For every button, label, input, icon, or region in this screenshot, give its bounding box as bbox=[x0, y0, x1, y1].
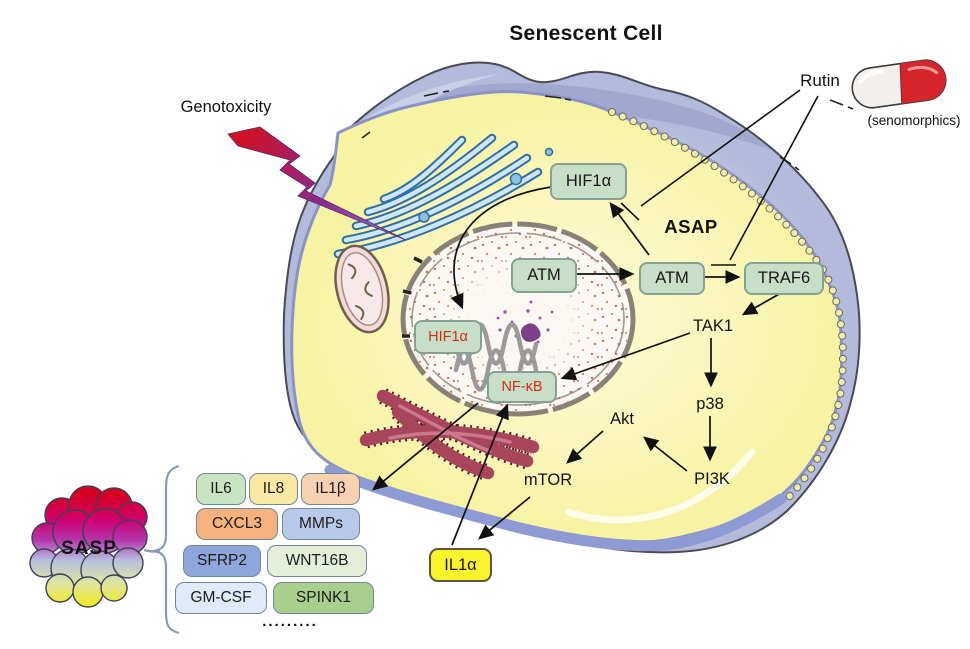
node-il1a: IL1α bbox=[429, 548, 492, 582]
asap-label: ASAP bbox=[664, 216, 718, 238]
node-atm-cytoplasm: ATM bbox=[639, 262, 705, 295]
node-p38: p38 bbox=[696, 395, 724, 414]
sasp-factor-il6: IL6 bbox=[196, 473, 246, 505]
cytoplasm-highlight bbox=[564, 448, 756, 524]
sasp-cloud-icon bbox=[29, 485, 148, 608]
node-hif1a-cytoplasm: HIF1α bbox=[550, 163, 627, 200]
rutin-label: Rutin bbox=[800, 71, 840, 91]
pill-capsule-icon bbox=[851, 59, 947, 109]
sasp-factor-spink1: SPINK1 bbox=[273, 582, 374, 614]
sasp-factor-il8: IL8 bbox=[249, 473, 298, 505]
node-nfkb: NF-κB bbox=[487, 371, 557, 403]
node-tak1: TAK1 bbox=[692, 317, 734, 336]
membrane-dashes bbox=[361, 90, 854, 171]
sasp-factor-sfrp2: SFRP2 bbox=[183, 545, 261, 577]
node-akt: Akt bbox=[610, 410, 634, 429]
genotoxicity-bolt-icon bbox=[227, 126, 407, 241]
genotoxicity-label: Genotoxicity bbox=[180, 98, 272, 117]
node-pi3k: PI3K bbox=[694, 470, 730, 489]
chromatin-icon bbox=[496, 300, 554, 346]
sasp-ellipsis: ......... bbox=[262, 613, 318, 631]
sasp-factor-wnt16b: WNT16B bbox=[267, 545, 367, 577]
node-mtor: mTOR bbox=[523, 471, 573, 490]
sasp-factor-il1b: IL1β bbox=[301, 473, 360, 505]
nuclear-pore-marks bbox=[402, 256, 423, 338]
sasp-factor-mmps: MMPs bbox=[282, 508, 360, 540]
golgi-apparatus-icon bbox=[333, 133, 554, 259]
mitochondrion-icon bbox=[334, 244, 390, 334]
rutin-inhibition-lines bbox=[620, 89, 819, 266]
sasp-label: SASP bbox=[61, 538, 117, 560]
sasp-factor-cxcl3: CXCL3 bbox=[196, 508, 278, 540]
senomorphics-label: (senomorphics) bbox=[867, 112, 961, 128]
endoplasmic-reticulum-icon bbox=[359, 388, 540, 482]
page-title: Senescent Cell bbox=[509, 21, 663, 45]
sasp-brace bbox=[143, 464, 180, 635]
membrane-beads bbox=[608, 108, 847, 507]
membrane-bottom-band bbox=[324, 464, 787, 552]
node-atm-nucleus: ATM bbox=[511, 258, 577, 293]
pathway-arrows bbox=[372, 186, 782, 546]
node-traf6: TRAF6 bbox=[744, 262, 824, 295]
sasp-factor-gmcsf: GM-CSF bbox=[175, 582, 267, 614]
node-hif1a-nucleus: HIF1α bbox=[414, 320, 482, 354]
